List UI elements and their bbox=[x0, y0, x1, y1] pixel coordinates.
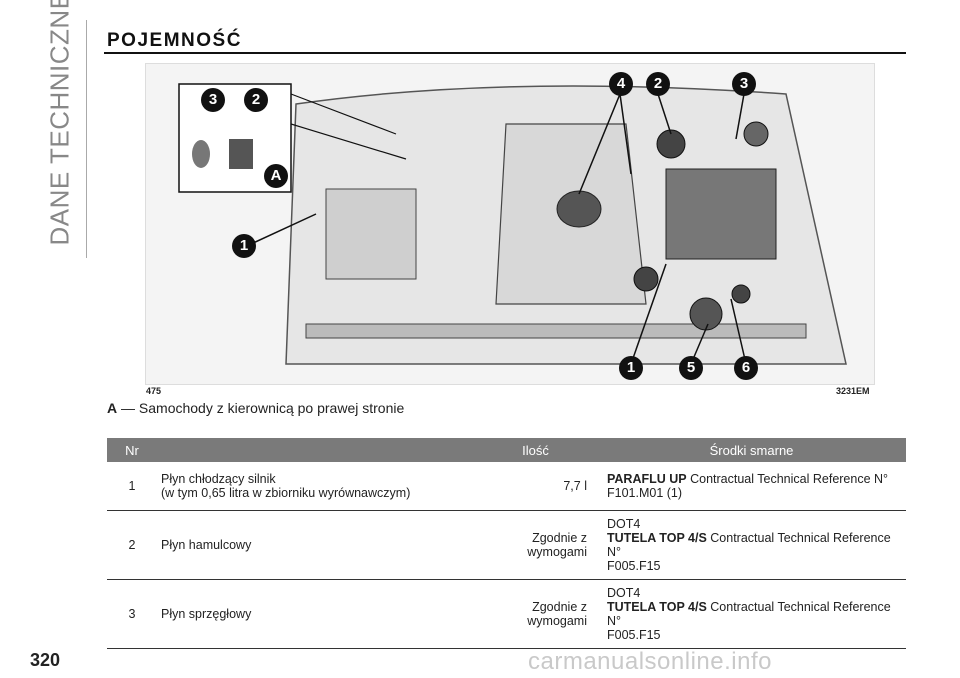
page-number: 320 bbox=[30, 650, 61, 670]
figure-number: 475 bbox=[146, 386, 162, 396]
engine-bay-figure: 3 2 A 1 4 2 3 1 5 6 bbox=[145, 63, 875, 385]
sidebar-divider bbox=[86, 20, 87, 258]
section-label: DANE TECHNICZNE bbox=[44, 0, 75, 246]
callout-6: 6 bbox=[734, 356, 758, 380]
callout-2-inset: 2 bbox=[244, 88, 268, 112]
table-row: 1 Płyn chłodzący silnik (w tym 0,65 litr… bbox=[107, 462, 906, 511]
row-quantity: 7,7 l bbox=[483, 462, 597, 511]
callout-3: 3 bbox=[732, 72, 756, 96]
row-name: Płyn hamulcowy bbox=[157, 510, 483, 580]
table-row: 2 Płyn hamulcowy Zgodnie z wymogami DOT4… bbox=[107, 510, 906, 580]
engine-bay-illustration bbox=[178, 83, 847, 365]
table-row: 3 Płyn sprzęgłowy Zgodnie z wymogami DOT… bbox=[107, 579, 906, 649]
fluid-text: Contractual Technical Reference N° bbox=[607, 600, 891, 628]
row-nr: 2 bbox=[107, 510, 157, 580]
header-lubricants: Środki smarne bbox=[597, 438, 906, 462]
callout-4: 4 bbox=[609, 72, 633, 96]
figure-code: 3231EM bbox=[836, 386, 870, 396]
callout-1: 1 bbox=[619, 356, 643, 380]
row-qty-line2: wymogami bbox=[527, 545, 587, 559]
callout-3-inset: 3 bbox=[201, 88, 225, 112]
row-qty-line1: 7,7 l bbox=[563, 479, 587, 493]
callout-A-inset: A bbox=[264, 164, 288, 188]
title-rule bbox=[104, 52, 906, 54]
header-nr: Nr bbox=[107, 438, 157, 462]
fluid-text: Contractual Technical Reference N° bbox=[686, 472, 889, 486]
row-fluid: DOT4 TUTELA TOP 4/S Contractual Technica… bbox=[597, 510, 906, 580]
caption-text: — Samochody z kierownicą po prawej stron… bbox=[117, 400, 405, 416]
watermark-text: carmanualsonline.info bbox=[528, 648, 772, 675]
figure-caption: A — Samochody z kierownicą po prawej str… bbox=[107, 400, 404, 416]
fluid-code: F005.F15 bbox=[607, 559, 661, 573]
row-qty-line1: Zgodnie z bbox=[532, 531, 587, 545]
row-name-line2: (w tym 0,65 litra w zbiorniku wyrównawcz… bbox=[161, 486, 411, 500]
row-fluid: PARAFLU UP Contractual Technical Referen… bbox=[597, 462, 906, 511]
row-name: Płyn sprzęgłowy bbox=[157, 579, 483, 649]
row-qty-line1: Zgodnie z bbox=[532, 600, 587, 614]
row-quantity: Zgodnie z wymogami bbox=[483, 510, 597, 580]
callout-2: 2 bbox=[646, 72, 670, 96]
fluid-pre: DOT4 bbox=[607, 586, 641, 600]
row-name-line1: Płyn chłodzący silnik bbox=[161, 472, 276, 486]
header-name bbox=[157, 438, 483, 462]
row-qty-line2: wymogami bbox=[527, 614, 587, 628]
header-quantity: Ilość bbox=[483, 438, 597, 462]
callout-5: 5 bbox=[679, 356, 703, 380]
fluid-code: F005.F15 bbox=[607, 628, 661, 642]
fluid-code: F101.M01 (1) bbox=[607, 486, 683, 500]
page-title: POJEMNOŚĆ bbox=[107, 30, 242, 51]
fluid-brand: PARAFLU UP bbox=[607, 472, 687, 486]
row-nr: 1 bbox=[107, 462, 157, 511]
row-name: Płyn chłodzący silnik (w tym 0,65 litra … bbox=[157, 462, 483, 511]
callout-1-left: 1 bbox=[232, 234, 256, 258]
fluid-brand: TUTELA TOP 4/S bbox=[607, 600, 707, 614]
row-fluid: DOT4 TUTELA TOP 4/S Contractual Technica… bbox=[597, 579, 906, 649]
fluid-text: Contractual Technical Reference N° bbox=[607, 531, 891, 559]
row-nr: 3 bbox=[107, 579, 157, 649]
table-header-row: Nr Ilość Środki smarne bbox=[107, 438, 906, 462]
section-sidebar: DANE TECHNICZNE bbox=[40, 0, 80, 250]
capacity-table: Nr Ilość Środki smarne 1 Płyn chłodzący … bbox=[107, 438, 906, 649]
fluid-pre: DOT4 bbox=[607, 517, 641, 531]
fluid-brand: TUTELA TOP 4/S bbox=[607, 531, 707, 545]
row-quantity: Zgodnie z wymogami bbox=[483, 579, 597, 649]
caption-label: A bbox=[107, 400, 118, 416]
